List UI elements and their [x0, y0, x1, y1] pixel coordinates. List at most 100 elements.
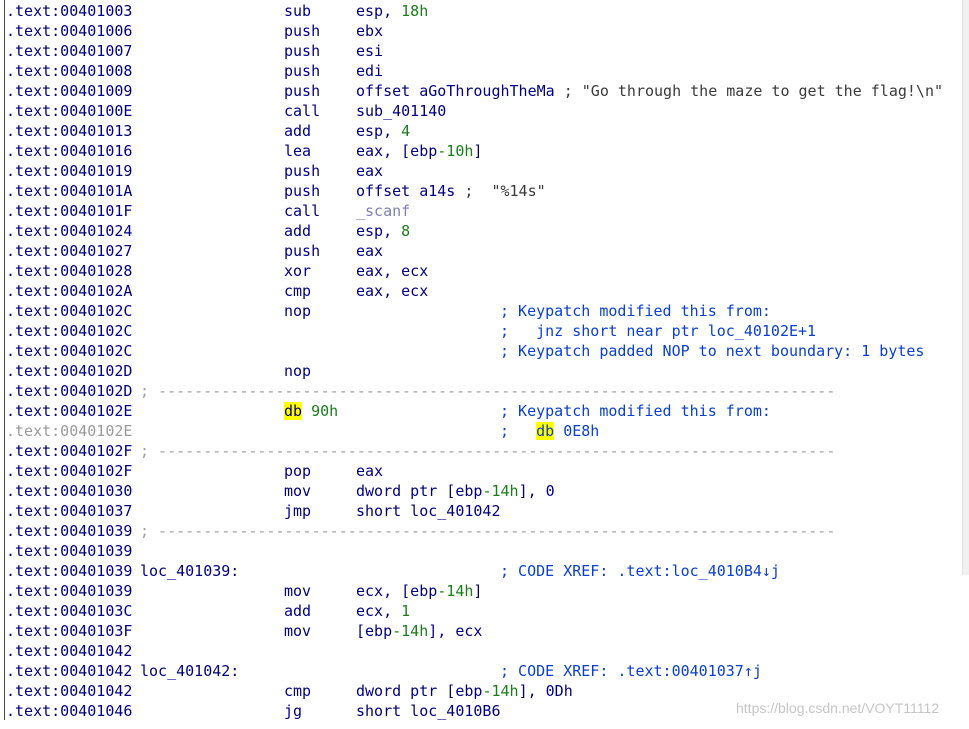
keypatch-comment: ; jnz short near ptr loc_40102E+1	[500, 322, 817, 340]
disasm-line[interactable]: .text:00401042	[0, 641, 969, 661]
disasm-line[interactable]: .text:0040100E call sub_401140	[0, 101, 969, 121]
line-address: .text:00401027	[6, 242, 133, 260]
line-address: .text:00401039	[6, 562, 133, 580]
operand-text: eax	[356, 162, 384, 180]
line-address: .text:00401030	[6, 482, 133, 500]
operand-number: 8	[401, 222, 411, 240]
disasm-line[interactable]: .text:0040102D; ------------------------…	[0, 381, 969, 401]
disasm-line[interactable]: .text:0040102C; jnz short near ptr loc_4…	[0, 321, 969, 341]
line-address: .text:0040102C	[6, 342, 133, 360]
operands: eax, ecx	[356, 281, 428, 301]
operand-text: short loc_4010B6	[356, 702, 501, 720]
line-address: .text:0040102E	[6, 422, 133, 440]
line-address: .text:00401046	[6, 702, 133, 720]
line-address: .text:00401039	[6, 522, 133, 540]
disasm-line[interactable]: .text:0040102E ; db 0E8h	[0, 421, 969, 441]
line-address: .text:00401042	[6, 682, 133, 700]
operand-text-tail: ], 0	[518, 482, 555, 500]
mnemonic: mov	[284, 582, 312, 600]
scrollbar[interactable]	[962, 0, 969, 575]
mnemonic: push	[284, 242, 321, 260]
disasm-line[interactable]: .text:0040102C; Keypatch padded NOP to n…	[0, 341, 969, 361]
line-address: .text:00401016	[6, 142, 133, 160]
operands: ecx, 1	[356, 601, 410, 621]
comment-suffix: 0E8h	[554, 422, 600, 440]
db-keyword-highlight: db	[536, 422, 555, 440]
disasm-line[interactable]: .text:0040102F; ------------------------…	[0, 441, 969, 461]
gutter-line	[4, 0, 5, 720]
keypatch-comment: ; Keypatch modified this from:	[500, 402, 771, 420]
operands: sub_401140	[356, 101, 446, 121]
line-address: .text:00401007	[6, 42, 133, 60]
operand-text-tail: ]	[473, 582, 483, 600]
mnemonic: add	[284, 122, 312, 140]
mnemonic: add	[284, 602, 312, 620]
inline-comment: ; "%14s"	[455, 182, 546, 200]
line-address: .text:00401019	[6, 162, 133, 180]
operand-text: esp,	[356, 2, 402, 20]
line-address: .text:0040100E	[6, 102, 133, 120]
keypatch-comment: ; db 0E8h	[500, 421, 599, 441]
mnemonic: pop	[284, 462, 312, 480]
operand-text: sub_401140	[356, 102, 447, 120]
operands: dword ptr [ebp-14h], 0	[356, 481, 555, 501]
operand-text: edi	[356, 62, 384, 80]
disasm-line[interactable]: .text:00401039	[0, 541, 969, 561]
operands: _scanf	[356, 201, 410, 221]
mnemonic: call	[284, 102, 321, 120]
operand-text: dword ptr [ebp	[356, 482, 483, 500]
keypatch-comment: ; Keypatch modified this from:	[500, 302, 771, 320]
mnemonic: nop	[284, 362, 312, 380]
operand-number: -14h	[437, 582, 474, 600]
line-address: .text:00401042	[6, 642, 133, 660]
mnemonic: add	[284, 222, 312, 240]
separator-line: ; --------------------------------------…	[140, 382, 836, 400]
operands: esp, 8	[356, 221, 410, 241]
operand-text: ecx,	[356, 602, 402, 620]
operand-text: eax, ecx	[356, 262, 429, 280]
disasm-line[interactable]: .text:00401039 ; ------------------------…	[0, 521, 969, 541]
operands: eax	[356, 161, 383, 181]
operands: ecx, [ebp-14h]	[356, 581, 482, 601]
db-directive: db 90h	[284, 401, 338, 421]
operands: [ebp-14h], ecx	[356, 621, 482, 641]
line-address: .text:00401039	[6, 542, 133, 560]
separator-line: ; --------------------------------------…	[140, 522, 836, 540]
line-address: .text:0040103F	[6, 622, 133, 640]
operands: eax	[356, 461, 383, 481]
db-keyword-highlight: db	[284, 402, 303, 420]
operand-number: 90h	[302, 402, 339, 420]
operand-text-tail: ], 0Dh	[518, 682, 573, 700]
operands: offset aGoThroughTheMa ; "Go through the…	[356, 81, 943, 101]
operand-text: dword ptr [ebp	[356, 682, 483, 700]
operands: esp, 4	[356, 121, 410, 141]
